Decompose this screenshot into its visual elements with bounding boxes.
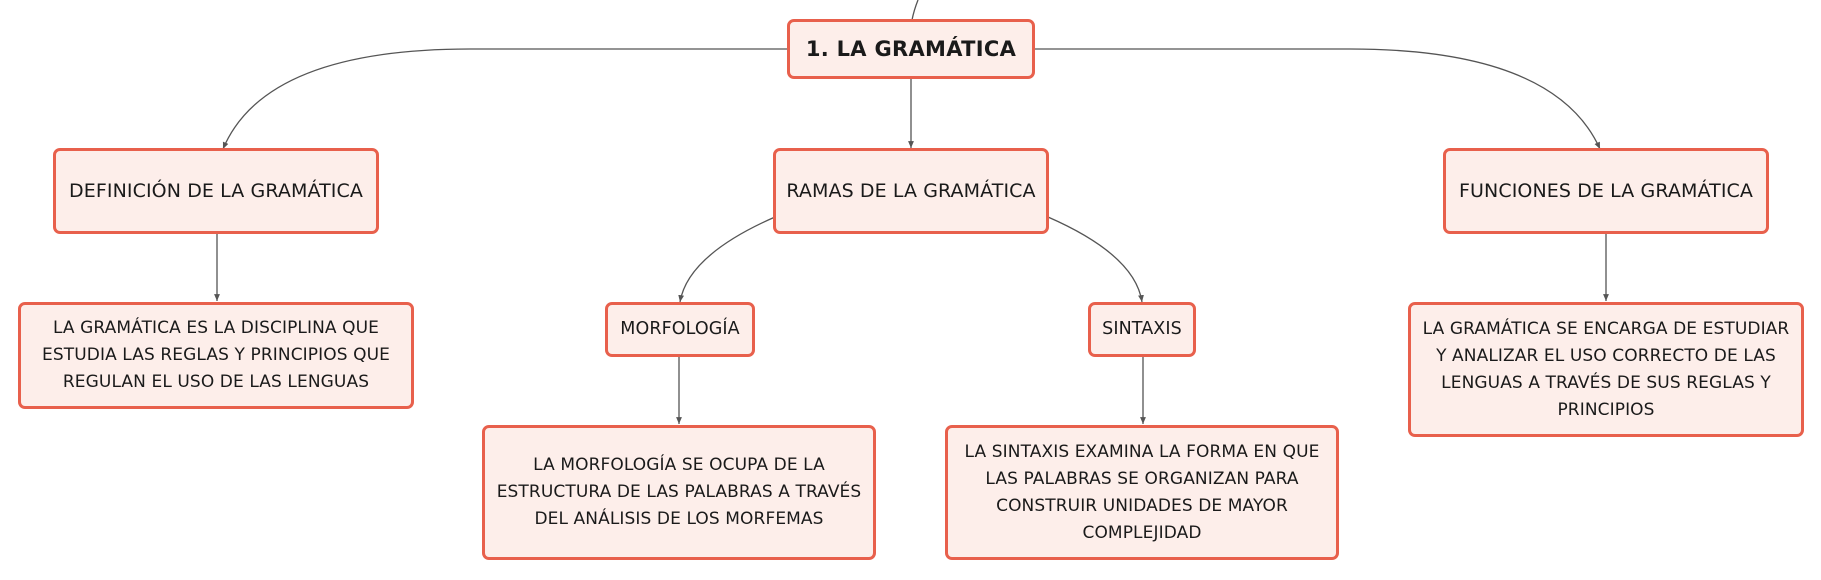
ramas-node[interactable]: RAMAS DE LA GRAMÁTICA [773, 148, 1049, 234]
morfologia-detail-text: LA MORFOLOGÍA SE OCUPA DE LA ESTRUCTURA … [496, 455, 862, 529]
definition-detail-node[interactable]: LA GRAMÁTICA ES LA DISCIPLINA QUE ESTUDI… [18, 302, 414, 409]
morfologia-detail-node[interactable]: LA MORFOLOGÍA SE OCUPA DE LA ESTRUCTURA … [482, 425, 876, 560]
sintaxis-node-label: SINTAXIS [1102, 319, 1182, 339]
root-node[interactable]: 1. LA GRAMÁTICA [787, 19, 1035, 79]
morfologia-node-label: MORFOLOGÍA [620, 319, 740, 339]
connector-root-functions [1034, 48, 1601, 150]
functions-node-label: FUNCIONES DE LA GRAMÁTICA [1459, 179, 1753, 202]
definition-node-label: DEFINICIÓN DE LA GRAMÁTICA [69, 179, 363, 202]
ramas-node-label: RAMAS DE LA GRAMÁTICA [786, 179, 1036, 202]
definition-node[interactable]: DEFINICIÓN DE LA GRAMÁTICA [53, 148, 379, 234]
definition-detail-text: LA GRAMÁTICA ES LA DISCIPLINA QUE ESTUDI… [42, 318, 390, 392]
functions-detail-text: LA GRAMÁTICA SE ENCARGA DE ESTUDIAR Y AN… [1422, 318, 1790, 420]
connector-ramas-morfologia [678, 216, 776, 303]
functions-detail-node[interactable]: LA GRAMÁTICA SE ENCARGA DE ESTUDIAR Y AN… [1408, 302, 1804, 437]
sintaxis-detail-node[interactable]: LA SINTAXIS EXAMINA LA FORMA EN QUE LAS … [945, 425, 1339, 560]
morfologia-node[interactable]: MORFOLOGÍA [605, 302, 755, 357]
sintaxis-node[interactable]: SINTAXIS [1088, 302, 1196, 357]
functions-node[interactable]: FUNCIONES DE LA GRAMÁTICA [1443, 148, 1769, 234]
connector-root-definition [222, 48, 790, 150]
root-node-label: 1. LA GRAMÁTICA [805, 36, 1017, 61]
sintaxis-detail-text: LA SINTAXIS EXAMINA LA FORMA EN QUE LAS … [964, 441, 1320, 543]
connector-ramas-sintaxis [1047, 216, 1144, 303]
connector-parent-root [911, 0, 919, 21]
